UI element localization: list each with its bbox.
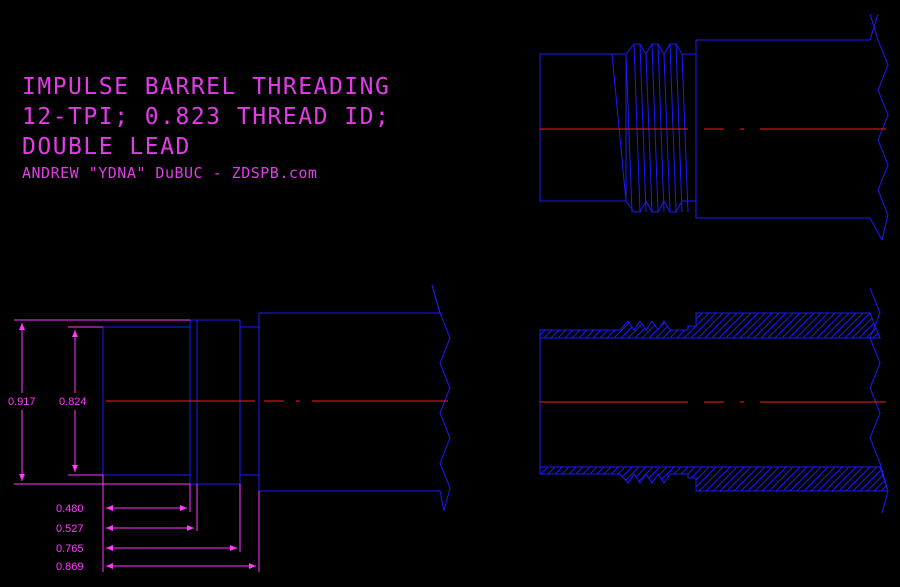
outer-diameter-label: 0.917 [8,396,36,408]
sectioned-view [539,287,889,514]
thread-crests [611,43,696,213]
length-label-2: 0.527 [56,523,84,535]
length-label-4: 0.869 [56,561,84,573]
relief-section [196,319,241,485]
drawing-title: IMPULSE BARREL THREADING [22,74,391,100]
length-label-3: 0.765 [56,543,84,555]
dimension-labels: 0.917 0.824 0.480 0.527 0.765 0.869 [8,396,87,573]
barrel-body-outline [695,13,883,241]
break-line-left [431,284,451,512]
thread-diameter-label: 0.824 [59,396,87,408]
section-wall-top [539,312,881,339]
barrel-body-outline-left [258,284,445,512]
barrel-tip-section [539,53,627,202]
title-block: IMPULSE BARREL THREADING 12-TPI; 0.823 T… [22,72,390,183]
length-label-1: 0.480 [56,503,84,515]
section-wall-bottom [539,466,889,492]
break-line-top [869,13,889,241]
threaded-exterior-view [539,13,889,241]
dimensioned-profile-view [102,284,451,512]
break-line-section [869,287,889,514]
thread-spec: 12-TPI; 0.823 THREAD ID; [22,104,391,130]
dimension-lines [14,319,260,572]
author-credit: ANDREW "YDNA" DuBUC - ZDSPB.com [22,164,318,182]
lead-spec: DOUBLE LEAD [22,134,191,160]
